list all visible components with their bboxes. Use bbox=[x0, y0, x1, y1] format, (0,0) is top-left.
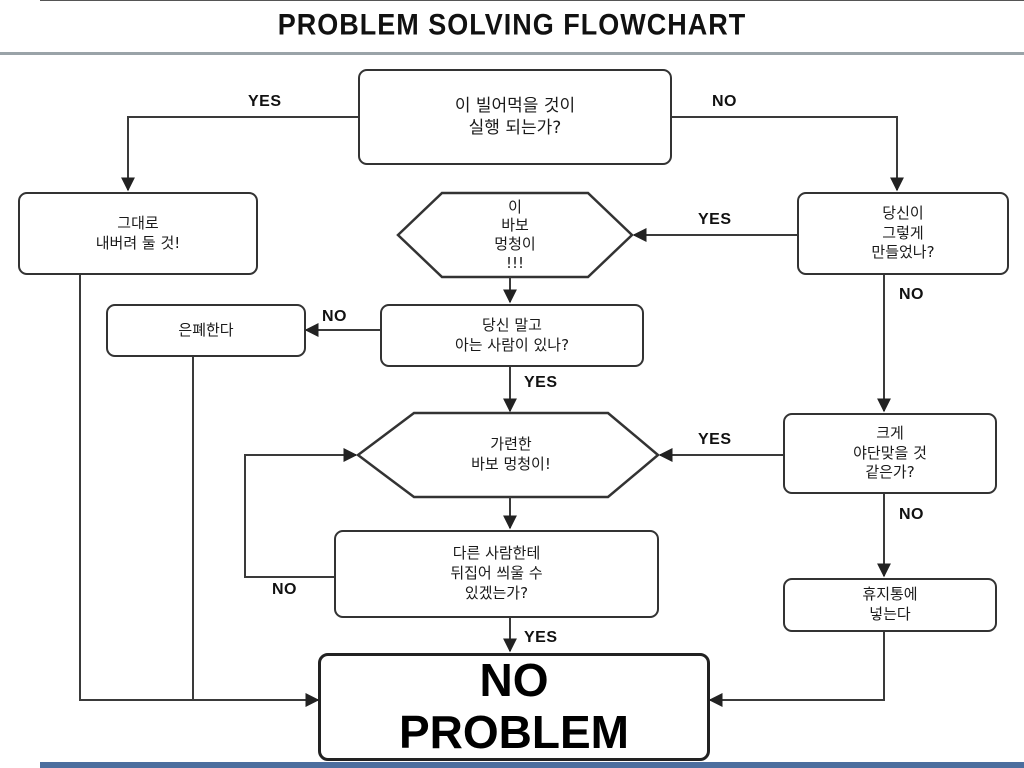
hexagon-you-idiot bbox=[396, 191, 634, 279]
label-anyone-no: NO bbox=[322, 308, 347, 325]
bottom-accent-bar bbox=[40, 762, 1024, 768]
top-border-line bbox=[40, 0, 1024, 1]
label-did-no: NO bbox=[899, 286, 924, 303]
edge-blame-no bbox=[244, 448, 358, 578]
page-title: PROBLEM SOLVING FLOWCHART bbox=[277, 8, 747, 41]
label-did-yes: YES bbox=[698, 211, 732, 228]
label-anyone-yes: YES bbox=[524, 374, 558, 391]
node-you-idiot: 이 바보 멍청이 !!! bbox=[494, 197, 536, 272]
edge-start-yes bbox=[121, 116, 358, 192]
node-hide-it: 은폐한다 bbox=[106, 304, 306, 357]
node-no-problem: NO PROBLEM bbox=[318, 653, 710, 761]
label-yelled-yes: YES bbox=[698, 431, 732, 448]
node-did-you-do-it: 당신이 그렇게 만들었나? bbox=[797, 192, 1009, 275]
label-start-no: NO bbox=[712, 93, 737, 110]
node-poor-idiot: 가련한 바보 멍청이! bbox=[471, 435, 551, 473]
node-trash-it: 휴지통에 넣는다 bbox=[783, 578, 997, 632]
hexagon-poor-idiot bbox=[355, 411, 660, 499]
label-blame-yes: YES bbox=[524, 629, 558, 646]
label-yelled-no: NO bbox=[899, 506, 924, 523]
node-get-yelled-at: 크게 야단맞을 것 같은가? bbox=[783, 413, 997, 494]
edge-start-no bbox=[672, 116, 904, 192]
node-blame-others: 다른 사람한테 뒤집어 씌울 수 있겠는가? bbox=[334, 530, 659, 618]
label-blame-no: NO bbox=[272, 581, 297, 598]
edge-trash-to-final bbox=[708, 632, 885, 707]
node-start: 이 빌어먹을 것이 실행 되는가? bbox=[358, 69, 672, 165]
edge-leave-to-final bbox=[79, 275, 320, 707]
node-anyone-know: 당신 말고 아는 사람이 있나? bbox=[380, 304, 644, 367]
label-start-yes: YES bbox=[248, 93, 282, 110]
node-leave-it: 그대로 내버려 둘 것! bbox=[18, 192, 258, 275]
title-divider bbox=[0, 52, 1024, 55]
